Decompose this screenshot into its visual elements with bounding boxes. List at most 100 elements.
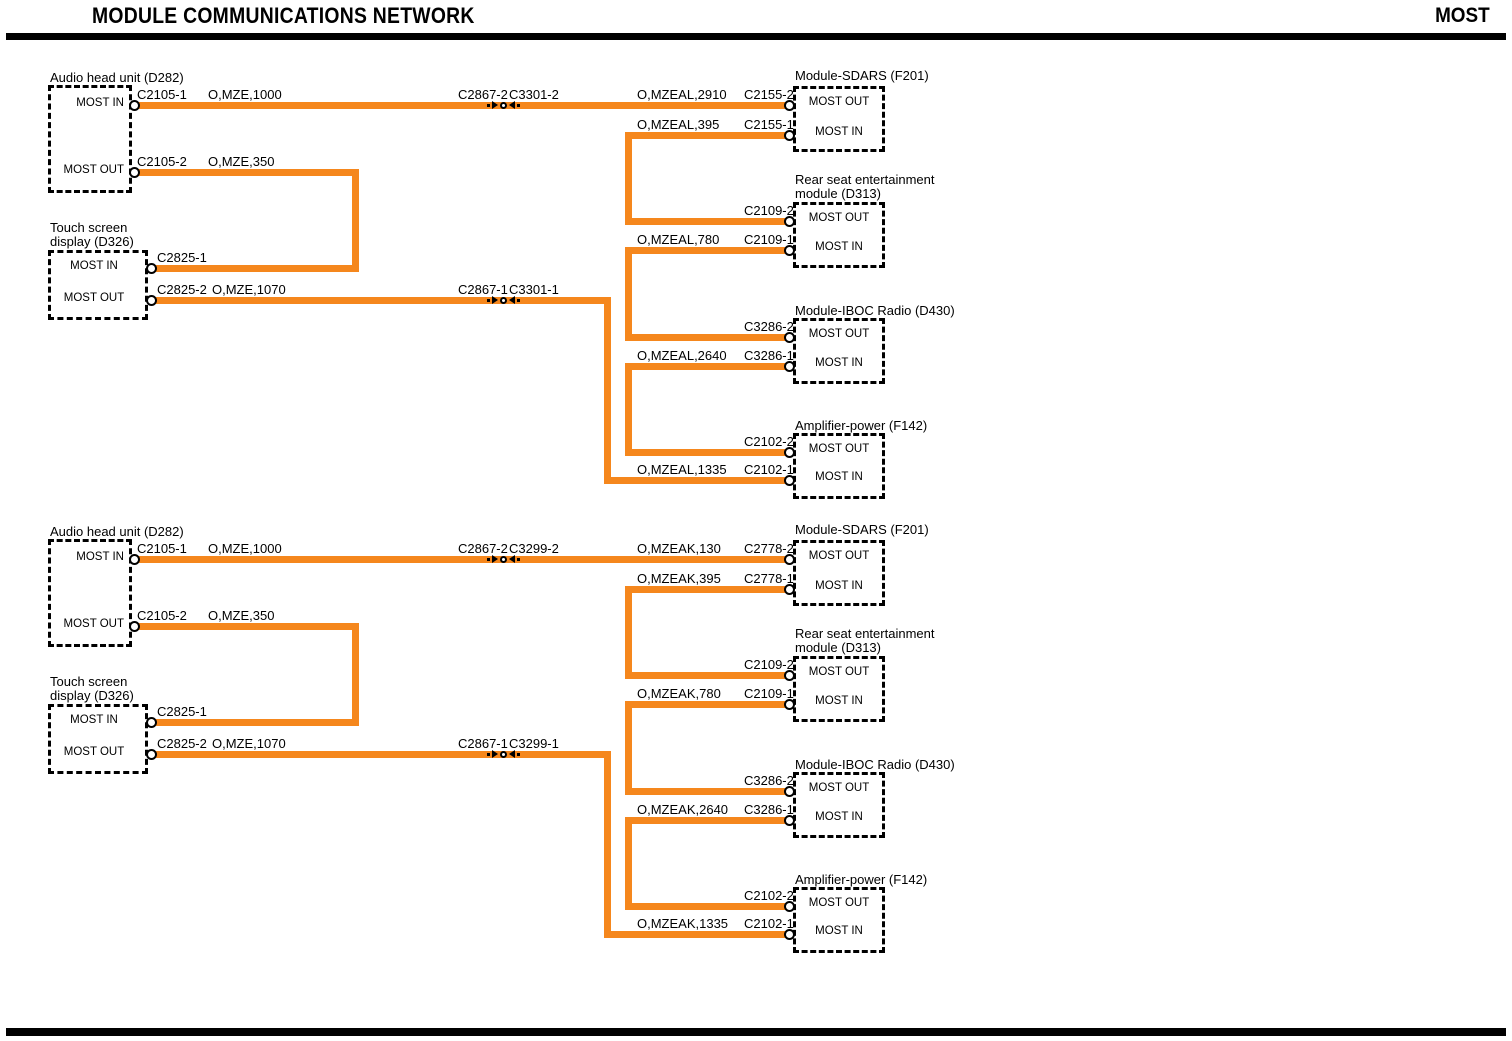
connector-label: C3301-2 bbox=[509, 87, 559, 102]
connector-label: C2825-2 bbox=[157, 736, 207, 751]
module-box-audio-head-unit bbox=[48, 85, 132, 193]
connector-label: C3286-1 bbox=[744, 348, 794, 363]
module-title-sdars: Module-SDARS (F201) bbox=[795, 68, 929, 83]
module-title-rear-seat: Rear seat entertainment bbox=[795, 626, 935, 641]
wire-label: O,MZE,1070 bbox=[212, 282, 286, 297]
connector-label: C3286-1 bbox=[744, 802, 794, 817]
page-title: MODULE COMMUNICATIONS NETWORK bbox=[92, 3, 475, 28]
most-wire-segment bbox=[152, 297, 611, 304]
most-wire-segment bbox=[604, 751, 611, 938]
most-wire-segment bbox=[625, 363, 632, 456]
port-label-most-out: MOST OUT bbox=[63, 164, 124, 176]
port-label-most-out: MOST OUT bbox=[808, 666, 870, 678]
connector-pin-icon bbox=[129, 554, 140, 565]
most-wire-segment bbox=[625, 672, 789, 679]
port-label-most-out: MOST OUT bbox=[808, 550, 870, 562]
wire-label: O,MZEAL,1335 bbox=[637, 462, 727, 477]
most-wire-segment bbox=[604, 477, 789, 484]
port-label-most-out: MOST OUT bbox=[808, 328, 870, 340]
most-diagram-section-b: Audio head unit (D282) MOST IN MOST OUT … bbox=[0, 516, 1512, 970]
module-box-rear-seat bbox=[793, 656, 885, 722]
port-label-most-out: MOST OUT bbox=[63, 746, 125, 758]
port-label-most-out: MOST OUT bbox=[808, 897, 870, 909]
module-title-sdars: Module-SDARS (F201) bbox=[795, 522, 929, 537]
most-wire-segment bbox=[625, 817, 632, 910]
connector-pin-icon bbox=[784, 216, 795, 227]
module-box-amplifier bbox=[793, 433, 885, 499]
module-box-iboc bbox=[793, 772, 885, 838]
module-box-audio-head-unit bbox=[48, 539, 132, 647]
most-wire-segment bbox=[625, 586, 789, 593]
port-label-most-in: MOST IN bbox=[815, 580, 863, 592]
connector-label: C2867-2 bbox=[458, 541, 508, 556]
connector-label: C2778-1 bbox=[744, 571, 794, 586]
wire-label: O,MZEAK,395 bbox=[637, 571, 721, 586]
connector-pin-icon bbox=[784, 361, 795, 372]
most-diagram-section-a: Audio head unit (D282) MOST IN MOST OUT … bbox=[0, 62, 1512, 516]
module-box-touch-screen bbox=[48, 250, 148, 320]
connector-label: C2155-1 bbox=[744, 117, 794, 132]
connector-label: C2867-2 bbox=[458, 87, 508, 102]
most-wire-segment bbox=[625, 247, 632, 341]
most-wire-segment bbox=[604, 931, 789, 938]
port-label-most-in: MOST IN bbox=[70, 260, 118, 272]
system-label: MOST bbox=[1435, 4, 1490, 27]
wire-label: O,MZE,1000 bbox=[208, 87, 282, 102]
most-wire-segment bbox=[604, 297, 611, 484]
port-label-most-out: MOST OUT bbox=[808, 96, 870, 108]
port-label-most-in: MOST IN bbox=[70, 714, 118, 726]
port-label-most-out: MOST OUT bbox=[808, 782, 870, 794]
most-wire-segment bbox=[625, 788, 789, 795]
port-label-most-in: MOST IN bbox=[815, 241, 863, 253]
most-wire-segment bbox=[625, 449, 789, 456]
port-label-most-in: MOST IN bbox=[815, 811, 863, 823]
wire-label: O,MZE,1000 bbox=[208, 541, 282, 556]
most-wire-segment bbox=[152, 719, 359, 726]
wire-label: O,MZEAK,1335 bbox=[637, 916, 729, 931]
connector-pin-icon bbox=[129, 621, 140, 632]
module-title-touch-screen: display (D326) bbox=[50, 688, 134, 703]
most-wire-segment bbox=[625, 363, 789, 370]
most-wire-segment bbox=[135, 102, 789, 109]
module-box-sdars bbox=[793, 86, 885, 152]
module-box-amplifier bbox=[793, 887, 885, 953]
connector-pin-icon bbox=[129, 100, 140, 111]
wire-label: O,MZEAK,2640 bbox=[637, 802, 729, 817]
connector-pin-icon bbox=[784, 130, 795, 141]
module-title-audio-head-unit: Audio head unit (D282) bbox=[50, 524, 184, 539]
connector-label: C2867-1 bbox=[458, 282, 508, 297]
most-wire-segment bbox=[352, 169, 359, 272]
wire-label: O,MZEAL,780 bbox=[637, 232, 720, 247]
connector-label: C2778-2 bbox=[744, 541, 794, 556]
module-title-touch-screen: Touch screen bbox=[50, 220, 128, 235]
connector-label: C2102-2 bbox=[744, 434, 794, 449]
wire-label: O,MZE,350 bbox=[208, 608, 275, 623]
most-wire-segment bbox=[625, 132, 632, 225]
connector-pin-icon bbox=[784, 929, 795, 940]
connector-pin-icon bbox=[129, 167, 140, 178]
most-wire-segment bbox=[625, 334, 789, 341]
most-wire-segment bbox=[625, 817, 789, 824]
connector-pin-icon bbox=[784, 332, 795, 343]
connector-label: C3299-2 bbox=[509, 541, 559, 556]
connector-label: C2105-1 bbox=[137, 87, 187, 102]
header-divider bbox=[6, 33, 1506, 40]
connector-pin-icon bbox=[146, 263, 157, 274]
wire-label: O,MZEAL,395 bbox=[637, 117, 720, 132]
wire-label: O,MZE,1070 bbox=[212, 736, 286, 751]
connector-label: C2155-2 bbox=[744, 87, 794, 102]
connector-label: C2109-2 bbox=[744, 203, 794, 218]
connector-label: C3286-2 bbox=[744, 319, 794, 334]
port-label-most-in: MOST IN bbox=[815, 126, 863, 138]
connector-label: C2825-2 bbox=[157, 282, 207, 297]
connector-label: C3286-2 bbox=[744, 773, 794, 788]
most-wire-segment bbox=[625, 132, 789, 139]
module-title-amplifier: Amplifier-power (F142) bbox=[795, 418, 928, 433]
connector-label: C2102-1 bbox=[744, 916, 794, 931]
connector-label: C3299-1 bbox=[509, 736, 559, 751]
connector-pin-icon bbox=[146, 749, 157, 760]
connector-pin-icon bbox=[784, 447, 795, 458]
inline-connector-icon bbox=[487, 97, 520, 113]
connector-label: C2825-1 bbox=[157, 704, 207, 719]
inline-connector-icon bbox=[487, 292, 520, 308]
